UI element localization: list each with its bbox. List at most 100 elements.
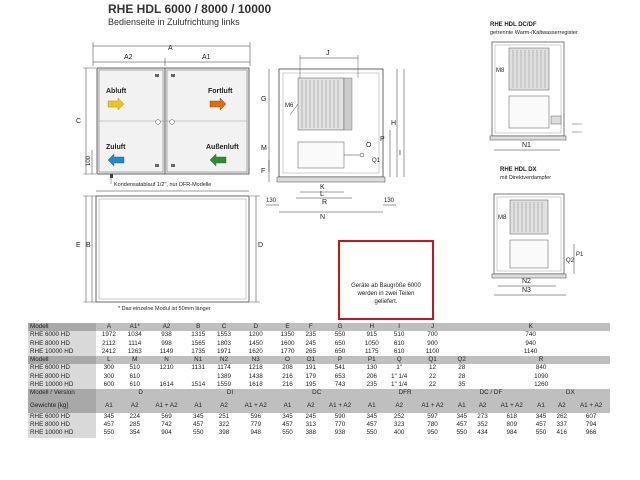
page-subtitle: Bedienseite in Zulufrichtung links	[108, 17, 240, 27]
table-cell: 416	[551, 429, 573, 438]
table-cell: A1 + A2	[572, 397, 610, 413]
table-cell: 1971	[211, 347, 237, 357]
dc-df-view	[489, 41, 582, 151]
dim-label-k: K	[320, 184, 325, 191]
table-cell: 1140	[451, 347, 610, 357]
table-cell: F	[300, 323, 322, 332]
table-cell: 398	[211, 429, 237, 438]
table-cell: 550	[321, 331, 359, 340]
table-cell: 1131	[185, 364, 212, 373]
row-label: RHE 6000 HD	[28, 364, 96, 373]
table-cell: 610	[121, 381, 148, 390]
table-cell: Q1	[413, 356, 452, 365]
dim-label-i: I	[399, 150, 401, 157]
table-cell: 2412	[96, 347, 122, 357]
table-cell: M	[121, 356, 148, 365]
table-cell: 1100	[413, 347, 452, 357]
table-cell: A2	[300, 397, 322, 413]
table-cell: 130	[358, 364, 385, 373]
table-cell: 742	[147, 420, 186, 430]
table-cell: 1149	[147, 347, 186, 357]
table-cell: 1090	[472, 372, 610, 382]
table-cell: 569	[147, 412, 186, 421]
dim-label-l: L	[320, 191, 324, 198]
table-cell: 743	[321, 381, 359, 390]
table-cell: 216	[274, 372, 301, 382]
dc-df-subtitle: getrennte Warm-/Kaltwasserregister	[490, 30, 578, 36]
table-cell: C	[211, 323, 237, 332]
table-cell: 938	[321, 429, 359, 438]
table-cell: A1 + A2	[492, 397, 531, 413]
table-cell: 345	[274, 412, 301, 421]
table-cell: 966	[572, 429, 610, 438]
table-cell: 191	[300, 364, 322, 373]
dim-label-m: M	[261, 145, 267, 152]
dim-label-p1: P1	[576, 252, 584, 258]
table-cell: 550	[451, 429, 473, 438]
table-cell: 457	[185, 420, 212, 430]
table-cell: D	[236, 323, 275, 332]
table-cell: 345	[530, 412, 552, 421]
front-view-bottom	[83, 190, 260, 303]
table-cell: 779	[236, 420, 275, 430]
table-cell: A	[96, 323, 122, 332]
dim-label-c: C	[76, 118, 82, 125]
table-cell: Q	[384, 356, 414, 365]
module-note: * Das einzelne Modul ist 50mm länger	[118, 306, 211, 312]
dx-subtitle: mit Direktverdampfer	[500, 175, 552, 181]
table-cell: 22	[413, 381, 452, 390]
dim-label-r: R	[322, 199, 328, 206]
table-cell: 345	[185, 412, 212, 421]
row-label: RHE 6000 HD	[28, 412, 96, 421]
aussenluft-label: Außenluft	[206, 144, 239, 151]
table-cell: 313	[300, 420, 322, 430]
table-cell: D	[96, 389, 186, 398]
table-cell: 354	[121, 429, 148, 438]
dim-label-j: J	[326, 50, 330, 57]
table-cell: 510	[121, 364, 148, 373]
table-cell: 618	[492, 412, 531, 421]
table-cell: 938	[147, 331, 186, 340]
table-cell: 345	[451, 412, 473, 421]
table-cell: 457	[96, 420, 122, 430]
dim-label-n1: N1	[522, 142, 531, 149]
table-cell: 1438	[236, 372, 275, 382]
table-cell: 457	[451, 420, 473, 430]
table-cell: 1553	[211, 331, 237, 340]
table-cell: 809	[492, 420, 531, 430]
table-cell: O1	[300, 356, 322, 365]
table-cell: A2	[384, 397, 414, 413]
row-label: RHE 8000 HD	[28, 339, 96, 348]
table-cell: H	[358, 323, 385, 332]
table-cell: 216	[274, 381, 301, 390]
table-cell: 1175	[358, 347, 385, 357]
table-cell: 650	[321, 339, 359, 348]
table-cell: DFR	[358, 389, 452, 398]
table-cell: 235	[300, 331, 322, 340]
table-cell	[185, 372, 212, 382]
dim-label-130-left: 130	[266, 198, 277, 204]
table-cell: 1559	[211, 381, 237, 390]
table-cell: 950	[413, 429, 452, 438]
table-cell: 550	[96, 429, 122, 438]
table-cell: 940	[451, 339, 610, 348]
arrow-aussenluft-icon	[209, 153, 227, 167]
dim-label-g: G	[261, 96, 267, 103]
table-cell: 597	[413, 412, 452, 421]
table-cell: 345	[96, 412, 122, 421]
table-cell: 28	[451, 364, 473, 373]
dim-label-h: H	[391, 120, 397, 127]
table-cell: DC	[274, 389, 359, 398]
table-cell: 1263	[121, 347, 148, 357]
dim-label-q1: Q1	[372, 158, 381, 164]
row-label: Modell	[28, 323, 96, 332]
table-cell: 434	[472, 429, 493, 438]
